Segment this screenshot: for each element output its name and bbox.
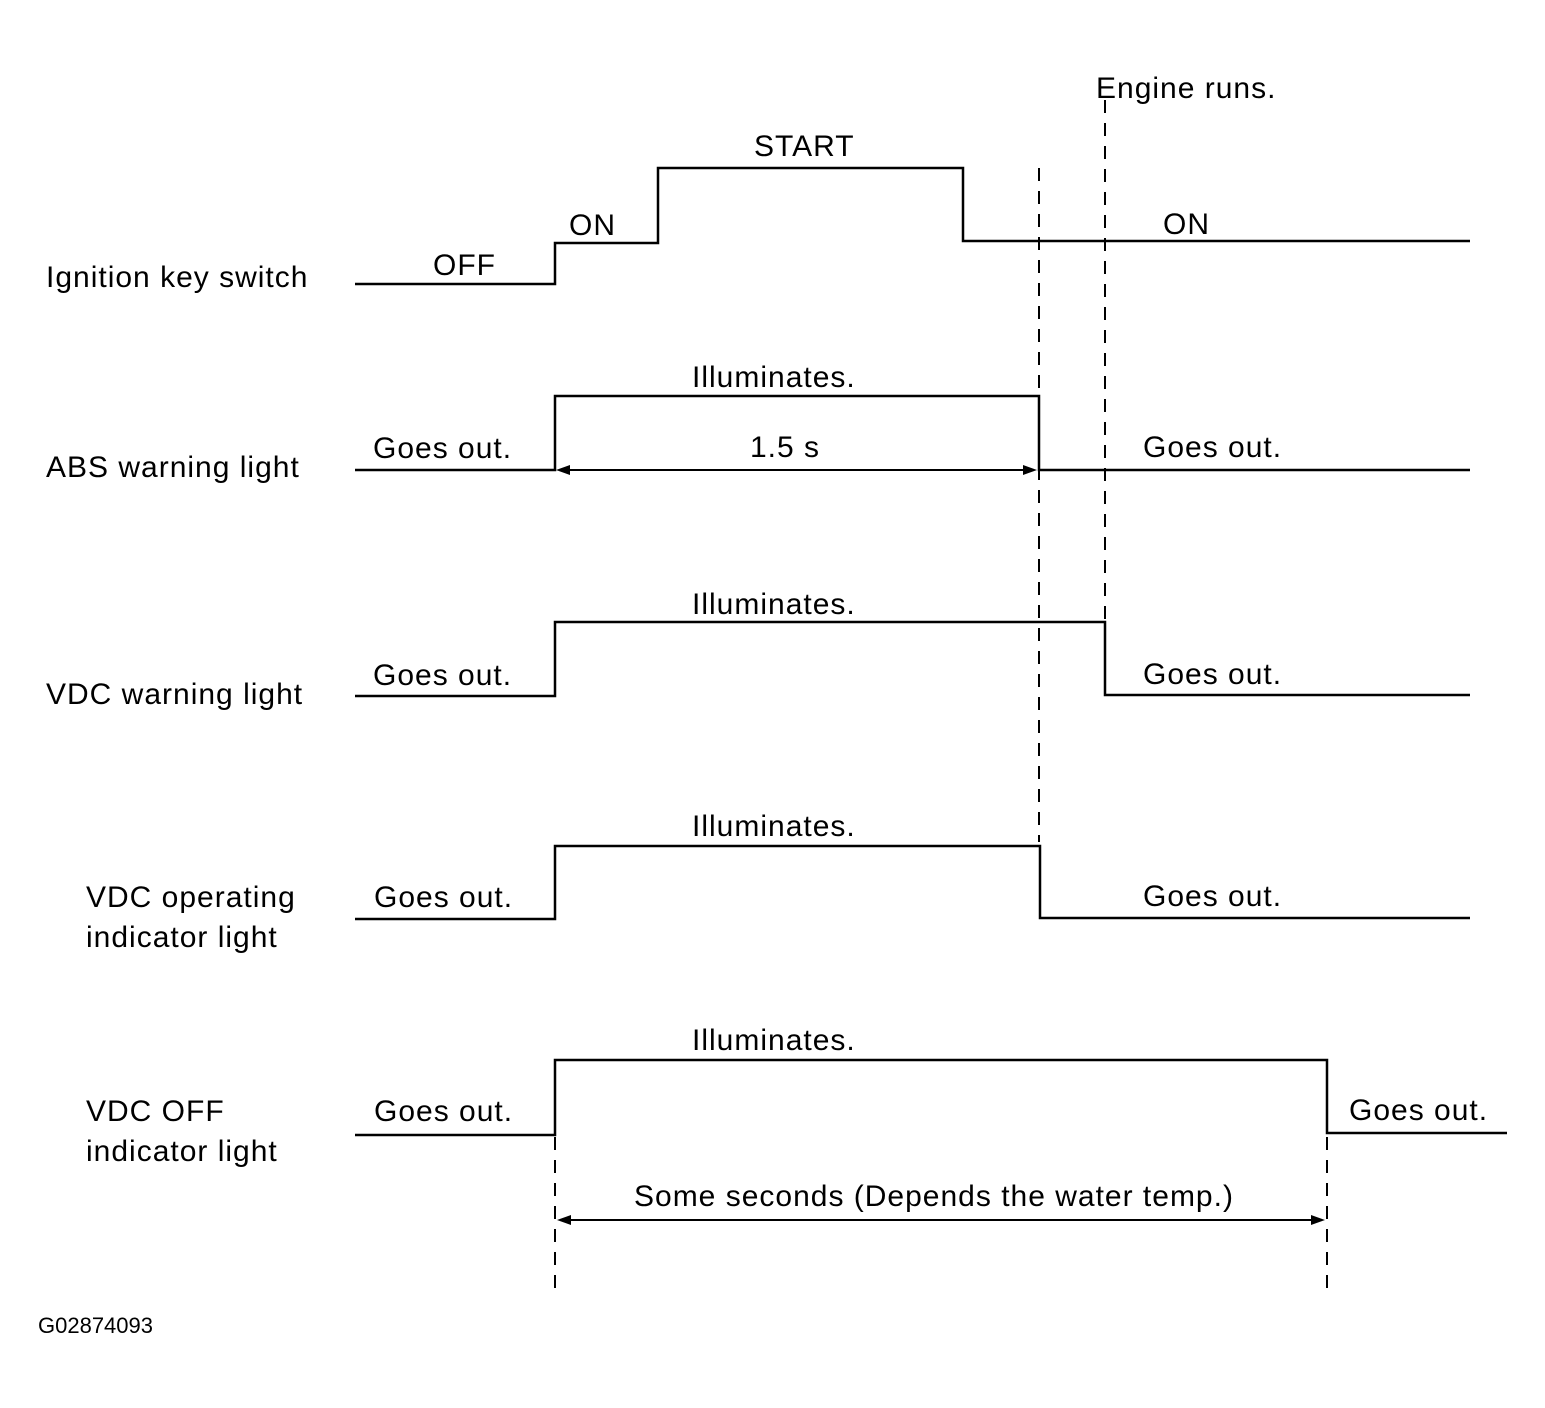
vdc-off-duration-arrowhead-right [1311, 1215, 1325, 1225]
vdc-off-goes-out-before: Goes out. [374, 1095, 513, 1128]
abs-duration-label: 1.5 s [750, 431, 820, 464]
vdc-warning-illuminates: Illuminates. [692, 588, 856, 621]
vdc-warning-light-label: VDC warning light [46, 678, 303, 711]
vdc-operating-label-line2: indicator light [86, 921, 278, 954]
engine-runs-label: Engine runs. [1096, 72, 1276, 105]
vdc-off-label-line2: indicator light [86, 1135, 278, 1168]
abs-warning-light-label: ABS warning light [46, 451, 300, 484]
vdc-off-waveform [355, 1058, 1507, 1137]
ignition-waveform [355, 166, 1470, 286]
vdc-warning-goes-out-before: Goes out. [373, 659, 512, 692]
vdc-operating-waveform [355, 844, 1470, 921]
vdc-warning-goes-out-after: Goes out. [1143, 658, 1282, 691]
ignition-key-switch-label: Ignition key switch [46, 261, 308, 294]
vdc-off-label-line1: VDC OFF [86, 1095, 225, 1128]
vdc-operating-illuminates: Illuminates. [692, 810, 856, 843]
vdc-off-illuminates: Illuminates. [692, 1024, 856, 1057]
abs-goes-out-before: Goes out. [373, 432, 512, 465]
vdc-off-goes-out-after: Goes out. [1349, 1094, 1488, 1127]
vdc-off-duration-label: Some seconds (Depends the water temp.) [634, 1180, 1234, 1213]
vdc-operating-label-line1: VDC operating [86, 881, 296, 914]
vdc-off-duration-arrowhead-left [557, 1215, 571, 1225]
abs-waveform [355, 394, 1470, 472]
vdc-warning-waveform [355, 620, 1470, 698]
ignition-off-level: OFF [433, 249, 496, 282]
ignition-on-level-2: ON [1163, 208, 1210, 241]
figure-code: G02874093 [38, 1313, 153, 1338]
vdc-operating-goes-out-after: Goes out. [1143, 880, 1282, 913]
ignition-start-level: START [754, 130, 855, 163]
abs-illuminates: Illuminates. [692, 361, 856, 394]
abs-duration-arrowhead-right [1023, 465, 1037, 475]
abs-duration-arrowhead-left [556, 465, 570, 475]
ignition-on-level-1: ON [569, 209, 616, 242]
vdc-operating-goes-out-before: Goes out. [374, 881, 513, 914]
abs-goes-out-after: Goes out. [1143, 431, 1282, 464]
